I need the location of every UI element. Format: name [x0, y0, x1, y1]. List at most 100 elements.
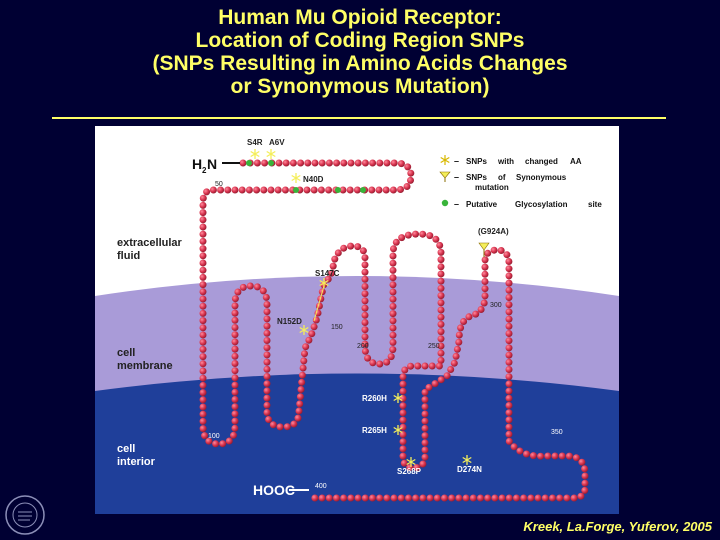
amino-acid-residue	[231, 295, 239, 303]
amino-acid-residue	[537, 452, 545, 460]
amino-acid-residue	[404, 231, 412, 239]
amino-acid-residue	[199, 425, 207, 433]
amino-acid-residue	[452, 352, 460, 360]
amino-acid-residue	[353, 186, 361, 194]
snp-label-n152d: N152D	[277, 317, 302, 326]
amino-acid-residue	[328, 269, 336, 277]
amino-acid-residue	[253, 186, 261, 194]
amino-acid-residue	[231, 410, 239, 418]
amino-acid-residue	[282, 159, 290, 167]
legend-glyco-icon	[441, 199, 449, 207]
amino-acid-residue	[437, 349, 445, 357]
amino-acid-residue	[390, 245, 397, 253]
amino-acid-residue	[389, 338, 397, 346]
amino-acid-residue	[263, 315, 271, 323]
amino-acid-residue	[413, 464, 421, 472]
amino-acid-residue	[361, 297, 369, 305]
amino-acid-residue	[421, 424, 429, 432]
residue-number-300: 300	[490, 302, 502, 309]
snp-label-a6v: A6V	[269, 138, 285, 147]
snp-markers	[250, 149, 472, 467]
amino-acid-residue	[369, 159, 377, 167]
amino-acid-residue	[421, 446, 429, 454]
amino-acid-residue	[491, 494, 499, 502]
amino-acid-residue	[305, 336, 313, 344]
amino-acid-residue	[375, 186, 383, 194]
amino-acid-residue	[376, 360, 384, 368]
amino-acid-residue	[510, 443, 518, 451]
amino-acid-residue	[462, 494, 470, 502]
snp-marker-r265h	[393, 425, 403, 435]
amino-acid-residue	[231, 345, 239, 353]
amino-acid-residue	[199, 259, 207, 267]
legend: – SNPs with changed AA – SNPs of Synonym…	[439, 155, 602, 209]
amino-acid-residue	[275, 159, 283, 167]
amino-acid-residue	[448, 494, 456, 502]
amino-acid-residue	[217, 186, 225, 194]
amino-acid-residue	[399, 445, 407, 453]
glycosylation-dot	[293, 187, 299, 193]
extracellular-label: extracellular	[117, 237, 183, 249]
amino-acid-residue	[490, 246, 498, 254]
amino-acid-residue	[382, 186, 390, 194]
amino-acid-residue	[505, 286, 513, 294]
amino-acid-residue	[412, 494, 420, 502]
amino-acid-residue	[334, 249, 342, 257]
amino-acid-residue	[389, 252, 397, 260]
amino-acid-residue	[199, 201, 207, 209]
amino-acid-residue	[231, 403, 239, 411]
amino-acid-residue	[403, 183, 411, 190]
amino-acid-residue	[389, 186, 397, 194]
amino-acid-residue	[397, 186, 404, 193]
amino-acid-residue	[437, 313, 445, 321]
amino-acid-residue	[436, 241, 444, 249]
amino-acid-residue	[199, 266, 207, 274]
amino-acid-residue	[581, 479, 589, 487]
amino-acid-residue	[404, 163, 412, 171]
amino-acid-residue	[199, 331, 207, 339]
amino-acid-residue	[317, 186, 325, 194]
amino-acid-residue	[541, 494, 549, 502]
amino-acid-residue	[505, 294, 513, 301]
svg-text:changed: changed	[525, 157, 558, 166]
amino-acid-residue	[267, 186, 275, 194]
snp-label-d274n: D274N	[457, 465, 482, 474]
amino-acid-residue	[407, 169, 415, 177]
amino-acid-residue	[549, 494, 556, 502]
snp-marker-n152d	[299, 325, 309, 335]
amino-acid-residue	[437, 270, 445, 278]
amino-acid-residue	[465, 313, 473, 321]
amino-acid-residue	[505, 351, 513, 359]
amino-acid-residue	[399, 423, 407, 431]
amino-acid-residue	[437, 342, 445, 350]
amino-acid-residue	[505, 358, 513, 366]
amino-acid-residue	[346, 186, 354, 194]
amino-acid-residue	[239, 159, 247, 167]
amino-acid-residue	[505, 437, 513, 445]
amino-acid-residue	[361, 261, 369, 269]
amino-acid-residue	[437, 335, 445, 343]
amino-acid-residue	[505, 308, 513, 316]
amino-acid-residue	[435, 362, 443, 370]
amino-acid-residue	[405, 494, 412, 502]
amino-acid-residue	[520, 494, 528, 502]
amino-acid-residue	[347, 159, 355, 167]
amino-acid-residue	[234, 288, 242, 296]
n-terminus-label: H 2 N	[192, 156, 217, 175]
snp-marker-r260h	[393, 393, 403, 403]
glycosylation-dot	[360, 187, 366, 193]
glycosylation-dot	[268, 160, 274, 166]
amino-acid-residue	[412, 230, 419, 238]
amino-acid-residue	[199, 245, 207, 253]
amino-acid-residue	[389, 259, 397, 267]
amino-acid-residue	[283, 423, 291, 431]
amino-acid-residue	[311, 494, 319, 502]
amino-acid-residue	[340, 159, 348, 167]
amino-acid-residue	[199, 237, 207, 245]
amino-acid-residue	[572, 454, 580, 462]
amino-acid-residue	[297, 386, 305, 393]
amino-acid-residue	[437, 356, 445, 364]
amino-acid-residue	[263, 358, 271, 366]
amino-acid-residue	[400, 459, 408, 467]
amino-acid-residue	[209, 186, 217, 194]
